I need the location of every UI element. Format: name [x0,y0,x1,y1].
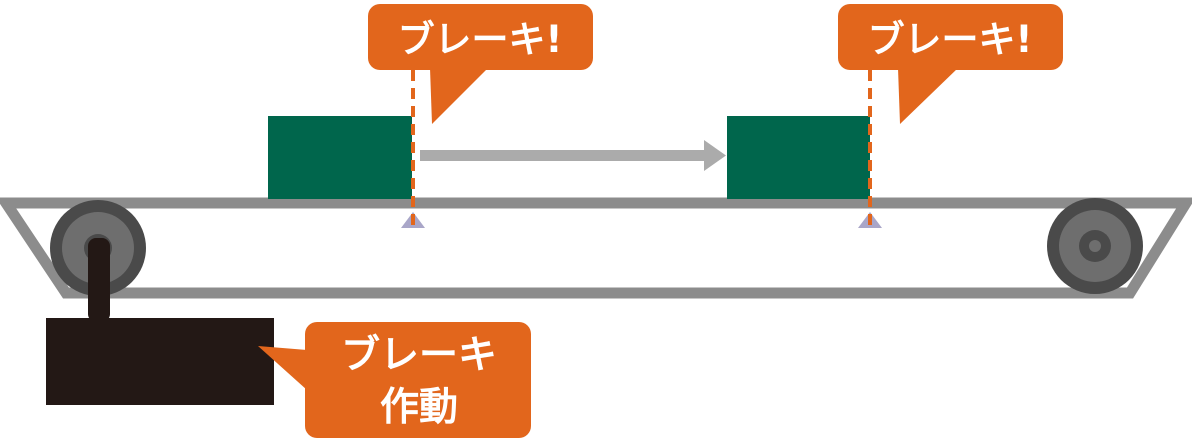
brake-callout-1: ブレーキ! [368,4,593,124]
package-box-start [268,116,412,199]
brake-callout-2: ブレーキ! [838,4,1063,124]
motion-arrow [420,140,726,171]
motor-block [46,318,274,405]
brake-callout-1-text: ブレーキ! [398,18,563,61]
motor-brake-callout-line2: 作動 [380,385,458,430]
motor-shaft [88,238,110,322]
package-box-end [727,116,870,199]
brake-callout-2-text: ブレーキ! [868,18,1033,61]
motor-brake-callout-line1: ブレーキ [341,333,497,378]
right-pulley [1047,198,1143,294]
conveyor-belt [0,197,1192,299]
motor-brake-callout: ブレーキ 作動 [258,322,531,438]
